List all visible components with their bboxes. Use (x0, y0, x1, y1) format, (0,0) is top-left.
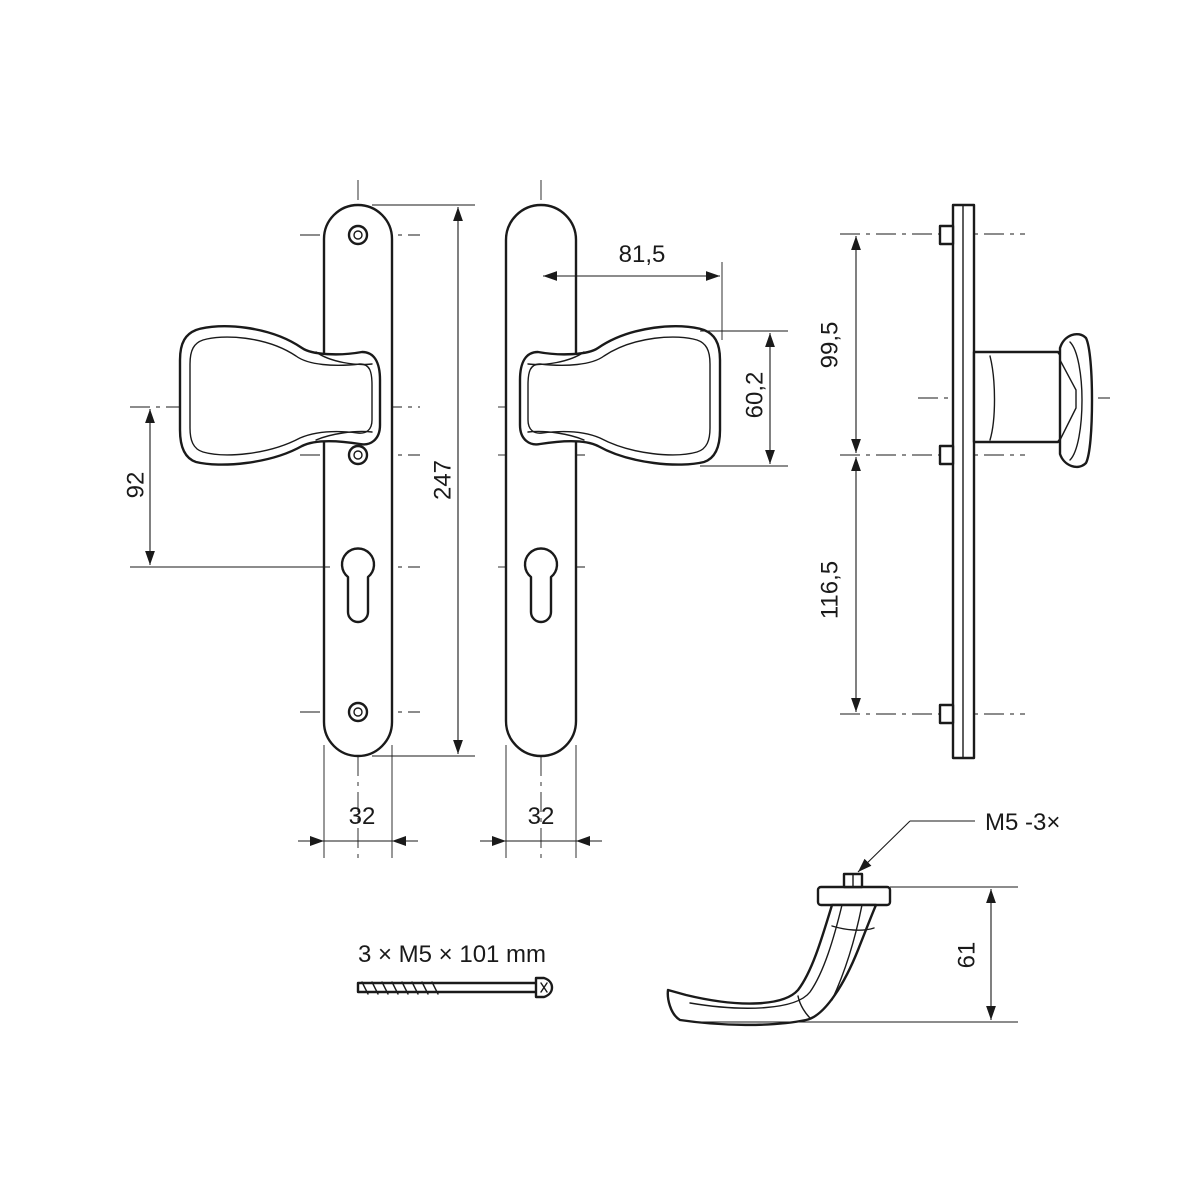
dim-label-247: 247 (429, 460, 456, 500)
side-screw-bottom (938, 703, 955, 725)
lever-handle-side: M5 -3× 61 (666, 809, 1060, 1027)
callout-leader (857, 820, 911, 873)
dim-label-116-5: 116,5 (816, 561, 843, 619)
front-view-left: 92 247 32 (122, 180, 475, 860)
lever-rose (816, 885, 892, 907)
mounting-screw: 3 × M5 × 101 mm (356, 941, 554, 999)
dim-label-99-5: 99,5 (816, 322, 843, 369)
dim-label-61: 61 (953, 942, 980, 969)
dim-label-92: 92 (122, 472, 149, 499)
front-plate (504, 203, 578, 758)
screw-hole-bottom (347, 701, 369, 723)
dim-label-60-2: 60,2 (741, 372, 768, 419)
side-screw-mid (938, 444, 955, 466)
lever-arm (666, 903, 878, 1027)
back-plate (322, 203, 394, 758)
screw-hole-top (347, 224, 369, 246)
knob-right (518, 325, 722, 466)
screw-thread (361, 981, 439, 995)
thread-callout-label: M5 -3× (985, 809, 1060, 836)
dim-label-32-left: 32 (349, 803, 376, 830)
side-view: 99,5 116,5 (816, 203, 1110, 760)
front-view-right: 81,5 60,2 32 (480, 180, 788, 860)
dim-label-32-right: 32 (528, 803, 555, 830)
cylinder-cutout (340, 547, 376, 624)
side-screw-top (938, 224, 955, 246)
knob-left (178, 325, 382, 466)
screw-spec-label: 3 × M5 × 101 mm (358, 941, 546, 968)
knob-side (972, 333, 1094, 469)
cylinder-cutout-right (523, 547, 559, 624)
dim-label-81-5: 81,5 (619, 241, 666, 268)
screw-hole-middle (347, 444, 369, 466)
